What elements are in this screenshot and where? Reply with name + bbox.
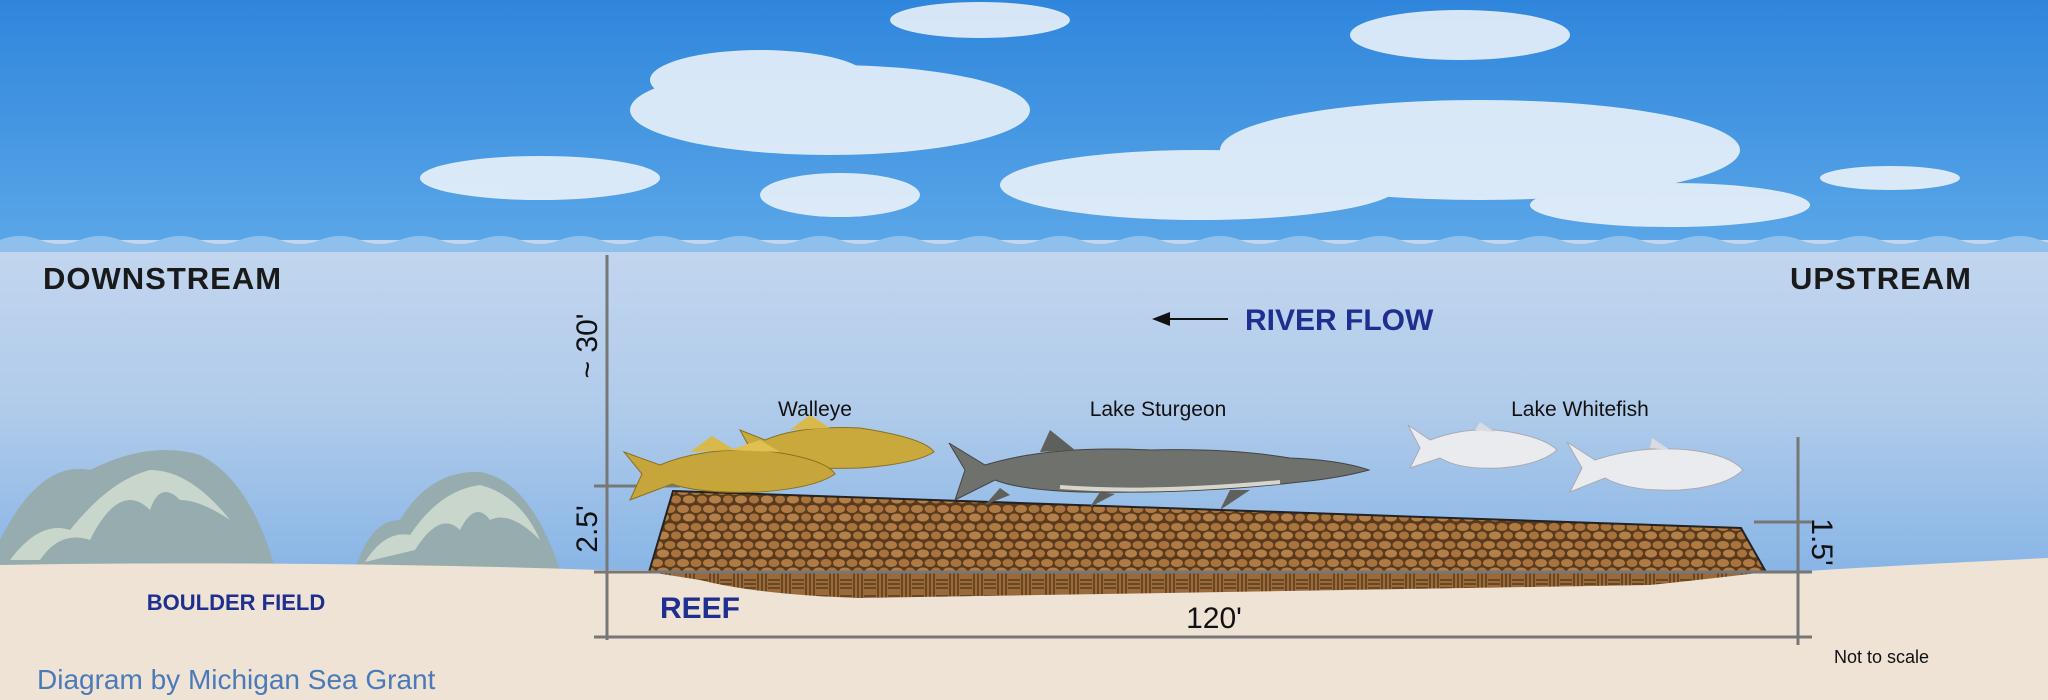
clouds [420, 2, 1960, 227]
not-to-scale-note: Not to scale [1834, 647, 1929, 667]
river-flow-label: RIVER FLOW [1245, 304, 1434, 337]
lake-sturgeon-label: Lake Sturgeon [1090, 398, 1227, 421]
arrow-left-icon [1152, 312, 1228, 326]
dimension-lines [594, 255, 1812, 645]
downstream-label: DOWNSTREAM [43, 261, 282, 296]
water-surface [0, 236, 2048, 252]
riverbed-sand [0, 558, 2048, 700]
lake-whitefish-label: Lake Whitefish [1511, 398, 1649, 421]
upstream-label: UPSTREAM [1790, 261, 1972, 296]
boulder-left [0, 450, 275, 568]
reef-height-upstream: 1.5' [1805, 518, 1838, 565]
boulder-field-label: BOULDER FIELD [147, 590, 325, 615]
lake-whitefish-fish [1407, 422, 1744, 493]
reef-height-downstream: 2.5' [571, 505, 604, 552]
lake-sturgeon-fish [948, 430, 1371, 510]
reef-label: REEF [660, 592, 740, 625]
reef-base [649, 572, 1766, 598]
credit-label: Diagram by Michigan Sea Grant [37, 664, 436, 695]
depth-dimension: ~ 30' [571, 314, 604, 379]
boulder-right [355, 471, 560, 570]
walleye-label: Walleye [778, 398, 852, 421]
walleye-fish [622, 415, 935, 501]
reef-length: 120' [1186, 602, 1242, 635]
